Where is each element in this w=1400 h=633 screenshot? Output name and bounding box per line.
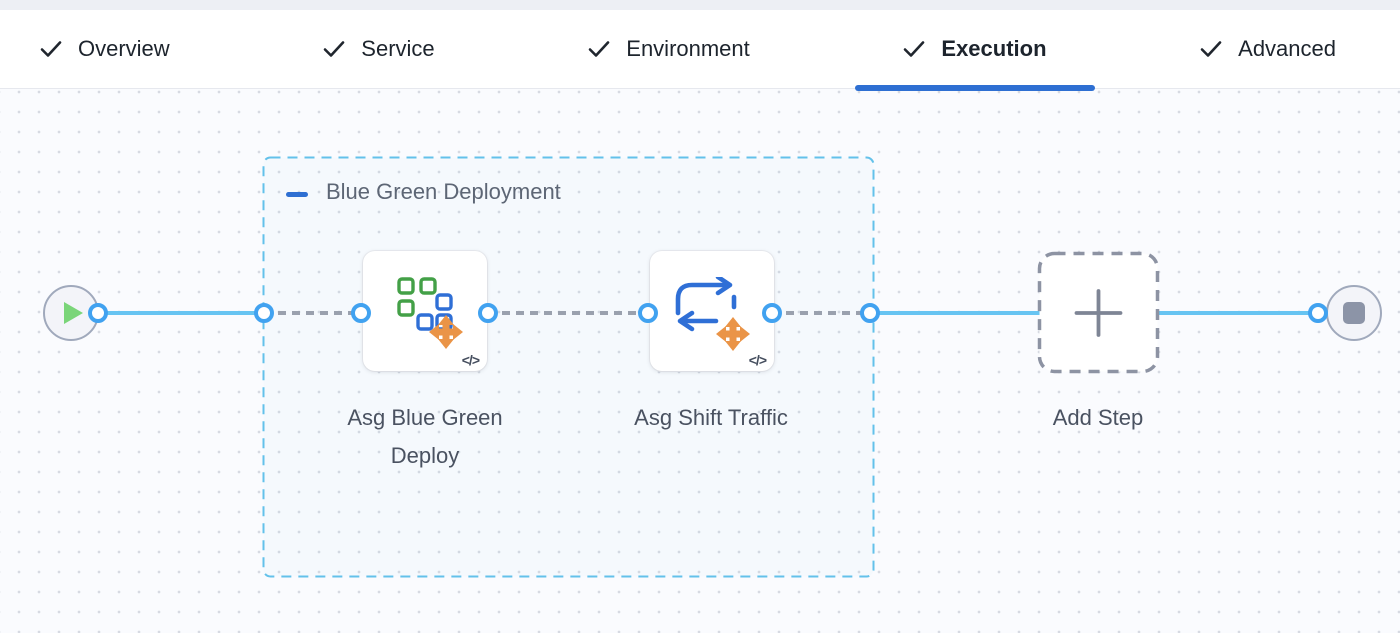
tab-execution[interactable]: Execution	[854, 10, 1095, 91]
add-step-border	[1037, 251, 1160, 374]
move-handle-icon	[716, 317, 750, 351]
step-group-border	[262, 156, 875, 578]
check-icon	[1200, 40, 1222, 58]
pipeline-end-node[interactable]	[1326, 285, 1382, 341]
tab-label: Execution	[941, 36, 1047, 61]
check-icon	[903, 40, 925, 58]
stop-icon	[1343, 302, 1365, 324]
plus-icon	[1074, 289, 1123, 337]
play-icon	[63, 302, 83, 324]
tab-overview[interactable]: Overview	[40, 10, 170, 88]
port-group-out[interactable]	[860, 303, 880, 323]
pipeline-start-node[interactable]	[43, 285, 99, 341]
add-step-button[interactable]	[1037, 251, 1160, 374]
page-top-strip	[0, 0, 1400, 10]
tab-service[interactable]: Service	[323, 10, 435, 88]
code-template-icon: </>	[461, 352, 480, 368]
edge-step1-to-step2	[488, 311, 648, 315]
move-handle-icon	[429, 315, 463, 349]
step-group-label: Blue Green Deployment	[326, 179, 561, 204]
port-end-in[interactable]	[1308, 303, 1328, 323]
port-group-in[interactable]	[254, 303, 274, 323]
port-step2-in[interactable]	[638, 303, 658, 323]
step-card-asg-blue-green-deploy[interactable]: </>	[363, 251, 487, 371]
edge-start-to-group	[98, 311, 264, 315]
edge-group-to-step1	[264, 311, 361, 315]
step-label-asg-blue-green-deploy: Asg Blue Green Deploy	[347, 405, 503, 468]
check-icon	[588, 40, 610, 58]
pipeline-canvas[interactable]: Blue Green Deployment	[0, 89, 1400, 633]
port-step2-out[interactable]	[762, 303, 782, 323]
port-step1-in[interactable]	[351, 303, 371, 323]
tab-label: Service	[361, 36, 435, 61]
asg-shift-traffic-icon	[675, 277, 750, 351]
collapse-group-icon[interactable]	[286, 191, 308, 197]
check-icon	[40, 40, 62, 58]
step-label-asg-shift-traffic: Asg Shift Traffic	[634, 405, 788, 430]
active-tab-indicator	[854, 85, 1095, 91]
code-template-icon: </>	[748, 352, 767, 368]
tab-environment[interactable]: Environment	[588, 10, 750, 88]
check-icon	[323, 40, 345, 58]
tab-advanced[interactable]: Advanced	[1200, 10, 1336, 88]
asg-blue-green-deploy-icon	[397, 277, 463, 349]
tab-label: Advanced	[1238, 36, 1336, 61]
step-card-asg-shift-traffic[interactable]: </>	[650, 251, 774, 371]
tab-label: Environment	[626, 36, 750, 61]
tab-label: Overview	[78, 36, 170, 61]
stage-config-tabbar: Overview Service Environment Execution A…	[0, 10, 1400, 91]
port-start-out[interactable]	[88, 303, 108, 323]
edge-step2-to-group	[772, 311, 870, 315]
step-group-header: Blue Green Deployment	[286, 179, 561, 205]
port-step1-out[interactable]	[478, 303, 498, 323]
add-step-label: Add Step	[1052, 405, 1144, 430]
